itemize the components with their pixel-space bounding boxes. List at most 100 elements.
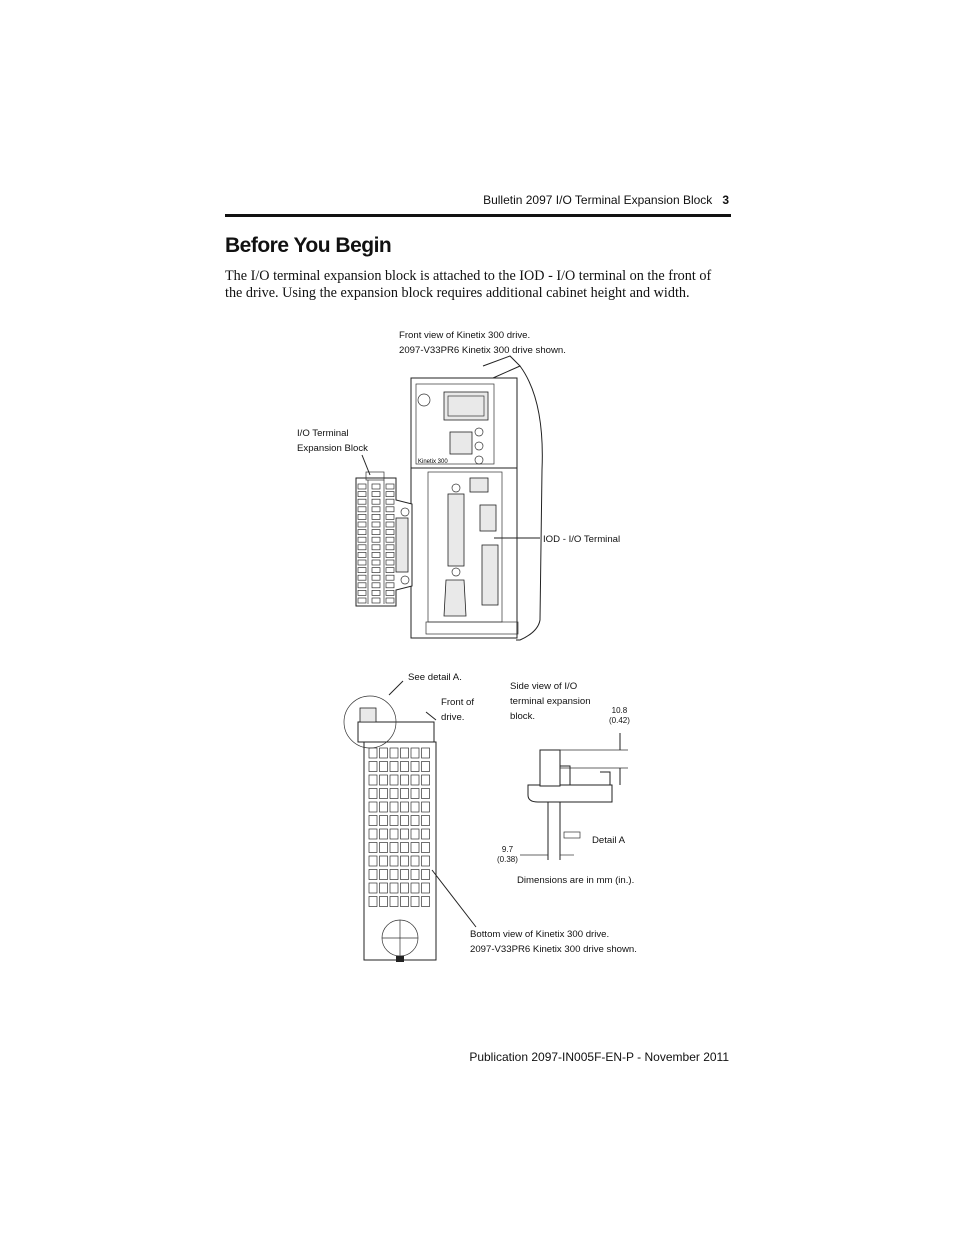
detail-a-side-view <box>520 733 628 860</box>
terminal-slot <box>385 574 395 581</box>
vent-slot <box>421 815 430 826</box>
terminal-slot <box>357 506 367 513</box>
vent-slot <box>400 896 409 907</box>
dimension-b: 9.7 (0.38) <box>497 845 518 864</box>
vent-slot <box>410 801 420 813</box>
vent-slot <box>379 869 388 880</box>
terminal-slot <box>385 498 395 505</box>
vent-slot <box>400 747 409 759</box>
vent-slot <box>379 774 388 786</box>
vent-slot <box>389 842 399 853</box>
vent-slot <box>410 896 420 907</box>
front-view-caption: Front view of Kinetix 300 drive. 2097-V3… <box>399 330 566 356</box>
vent-slot <box>389 774 399 786</box>
publication-footer: Publication 2097-IN005F-EN-P - November … <box>469 1050 729 1064</box>
vent-slot <box>410 842 420 853</box>
vent-slot <box>368 896 378 907</box>
terminal-slot <box>371 544 381 551</box>
detail-leader <box>388 680 404 696</box>
terminal-slot <box>371 567 381 573</box>
vent-slot <box>389 855 399 867</box>
vent-slot <box>410 747 420 759</box>
terminal-slot <box>371 582 381 589</box>
terminal-slot <box>371 552 381 558</box>
vent-slot <box>389 896 399 907</box>
vent-slot <box>410 828 420 840</box>
terminal-slot <box>371 559 381 566</box>
vent-slot <box>379 761 388 772</box>
terminal-slot <box>385 521 395 528</box>
terminal-slot <box>371 590 381 596</box>
vent-slot <box>410 855 420 867</box>
vent-slot <box>379 815 388 826</box>
section-title: Before You Begin <box>225 234 392 257</box>
vent-slot <box>410 774 420 786</box>
side-view-label: Side view of I/O terminal expansion bloc… <box>510 681 591 722</box>
terminal-slot <box>357 574 367 581</box>
vent-slot <box>368 761 378 772</box>
vent-slot <box>421 842 430 853</box>
terminal-slot <box>357 582 367 589</box>
drive-brand-text: Kinetix 300 <box>418 459 448 465</box>
vent-slot <box>368 774 378 786</box>
terminal-slot <box>357 498 367 505</box>
vent-slot <box>421 788 430 799</box>
vent-slot <box>368 869 378 880</box>
terminal-slot <box>385 544 395 551</box>
terminal-slot <box>357 567 367 573</box>
vent-slot <box>421 855 430 867</box>
vent-slot <box>389 788 399 799</box>
terminal-slot <box>385 514 395 520</box>
terminal-slot <box>385 483 395 490</box>
terminal-slot <box>371 529 381 535</box>
vent-slot <box>368 855 378 867</box>
block-callout: I/O Terminal Expansion Block <box>297 428 368 454</box>
running-header: Bulletin 2097 I/O Terminal Expansion Blo… <box>483 193 729 207</box>
front-leader <box>425 711 437 721</box>
vent-slot <box>400 761 409 772</box>
front-of-drive-label: Front of drive. <box>441 697 475 723</box>
vent-slot <box>421 761 430 772</box>
vent-slot <box>389 801 399 813</box>
terminal-slot <box>357 521 367 528</box>
vent-slot <box>421 882 430 894</box>
expansion-block <box>355 471 413 607</box>
vent-slot <box>400 882 409 894</box>
dimensions-note: Dimensions are in mm (in.). <box>517 875 635 886</box>
see-detail-label: See detail A. <box>408 672 462 683</box>
section-body: The I/O terminal expansion block is atta… <box>225 268 712 301</box>
vent-slot <box>400 828 409 840</box>
vent-slot <box>389 815 399 826</box>
vent-slot <box>389 869 399 880</box>
terminal-slot <box>357 491 367 497</box>
terminal-slot <box>385 559 395 566</box>
vent-slot <box>400 788 409 799</box>
terminal-slot <box>371 574 381 581</box>
vent-slot <box>389 882 399 894</box>
drive-front-view: Kinetix 300 <box>410 355 543 641</box>
terminal-slot <box>371 491 381 497</box>
vent-slot <box>421 869 430 880</box>
terminal-slot <box>371 536 381 543</box>
vent-slot <box>400 869 409 880</box>
terminal-slot <box>385 567 395 573</box>
vent-slot <box>410 869 420 880</box>
vent-slot <box>368 842 378 853</box>
vent-slot <box>379 855 388 867</box>
terminal-slot <box>357 529 367 535</box>
terminal-slot <box>385 590 395 596</box>
vent-slot <box>379 747 388 759</box>
vent-slot <box>379 828 388 840</box>
terminal-slot <box>371 521 381 528</box>
vent-slot <box>421 828 430 840</box>
terminal-slot <box>357 552 367 558</box>
vent-slot <box>379 788 388 799</box>
terminal-slot <box>385 552 395 558</box>
terminal-slot <box>371 498 381 505</box>
vent-slot <box>379 801 388 813</box>
terminal-slot <box>385 529 395 535</box>
terminal-slot <box>357 590 367 596</box>
terminal-slot <box>357 544 367 551</box>
header-rule <box>225 214 731 217</box>
